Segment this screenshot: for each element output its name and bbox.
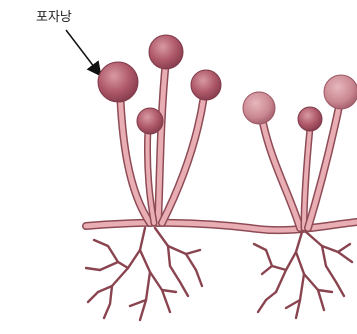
- sporangium-left-1: [98, 62, 138, 102]
- sporangium-right-1: [243, 92, 275, 124]
- sporangium-label: 포자낭: [36, 6, 72, 25]
- sporangium-left-3: [137, 108, 163, 134]
- label-arrow: [66, 30, 98, 72]
- sporangium-right-2: [298, 107, 322, 131]
- left-rhizoids: [86, 228, 202, 320]
- sporangium-left-4: [191, 70, 221, 100]
- sporangium-right-3: [324, 75, 357, 109]
- sporangium-left-2: [149, 35, 183, 69]
- right-rhizoids: [254, 232, 352, 318]
